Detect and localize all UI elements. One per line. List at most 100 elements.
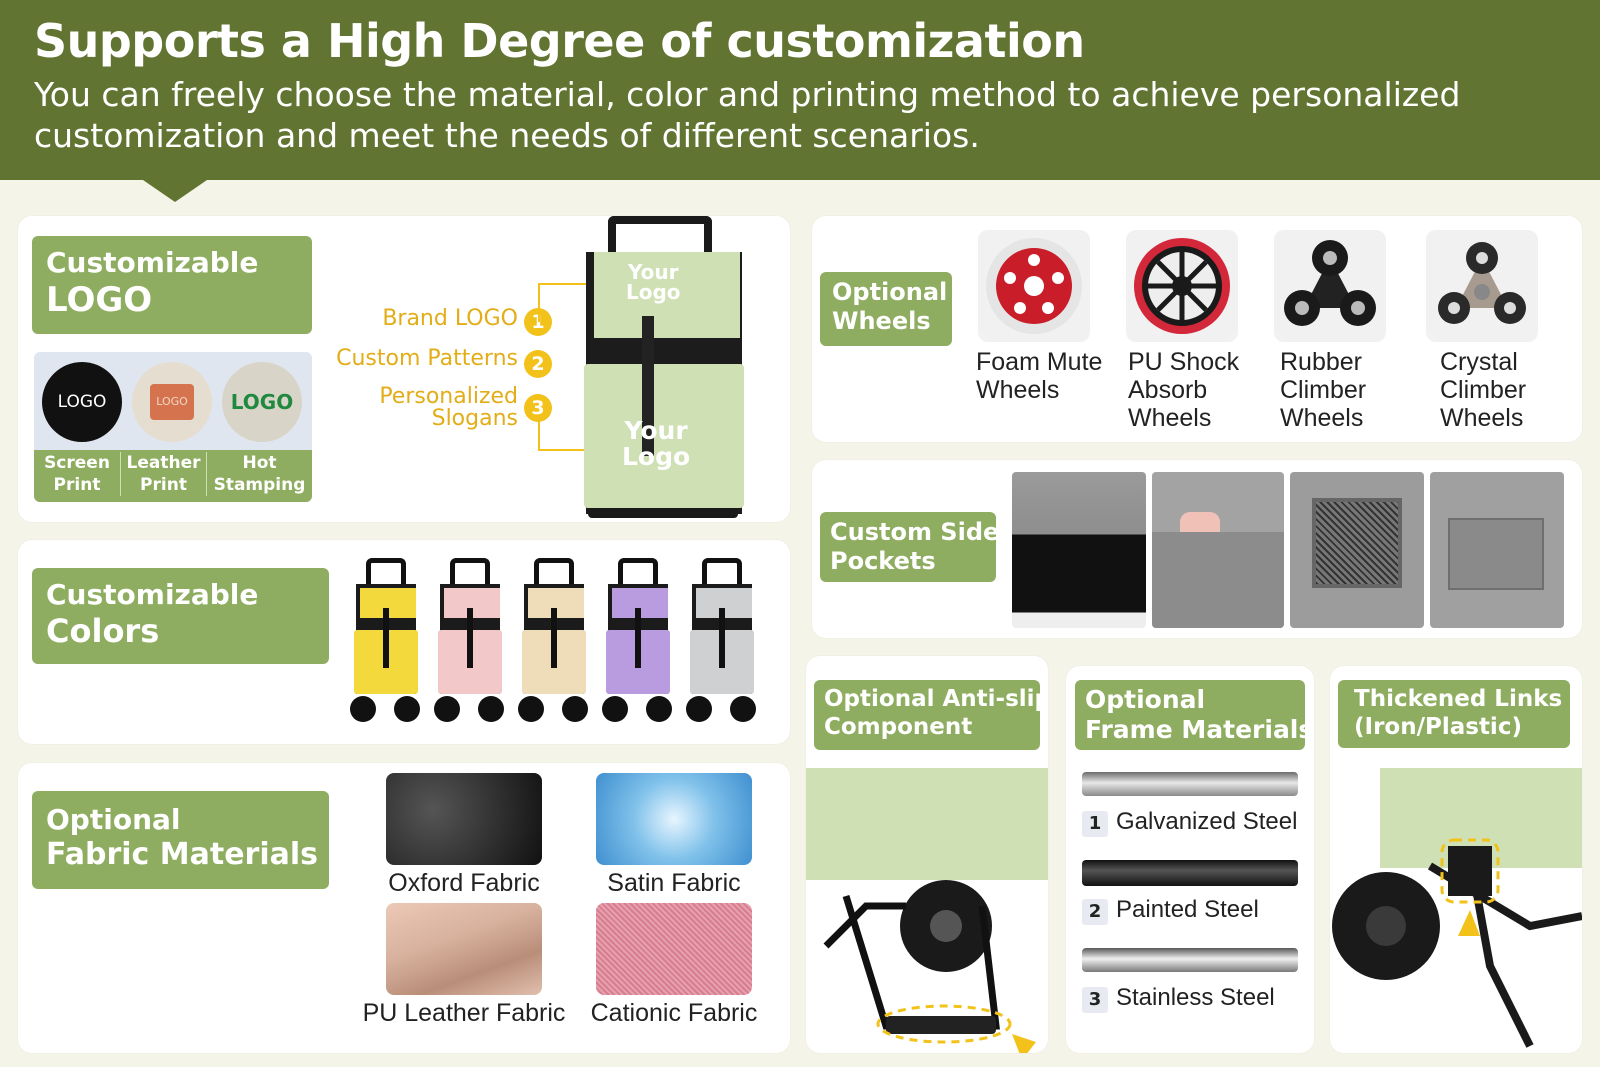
bag-top-flap [594,252,740,338]
links-tag-line2: (Iron/Plastic) [1354,713,1522,740]
side-pocket-photo-4 [1430,472,1564,628]
galvanized-steel-rod [1082,772,1298,796]
colors-tag-line2: Colors [46,611,160,650]
bag-handle [702,558,742,588]
pu-shock-wheel-image [1126,230,1238,342]
leather-print-badge: LOGO [132,362,212,442]
crystal-climber-wheel-image [1426,230,1538,342]
frame-tag-line2: Frame Materials [1085,715,1314,744]
bag-wheel-left [434,696,460,722]
foam-mute-wheel-image [978,230,1090,342]
wheels-tag-line2: Wheels [832,306,931,335]
logo-tag-line1: Customizable [46,246,259,279]
header-notch [143,180,207,202]
satin-fabric-label: Satin Fabric [607,869,741,897]
antislip-tag-line2: Component [824,713,973,740]
pockets-tag: Custom Side Pockets [820,512,1000,582]
side-pocket-photo-2 [1152,472,1284,628]
wheels-tag: Optional Wheels [820,272,952,346]
antislip-card: Optional Anti-slip Component [806,656,1048,1053]
screen-print-badge: LOGO [42,362,122,442]
logo-tag-line2: LOGO [46,279,153,320]
painted-steel-rod [1082,860,1298,886]
page-title: Supports a High Degree of customization [34,14,1085,68]
colors-tag: Customizable Colors [32,568,329,664]
links-card: Thickened Links (Iron/Plastic) [1330,666,1582,1053]
pockets-tag-line1: Custom Side [830,518,1000,546]
leather-print-patch: LOGO [150,384,194,420]
links-frame-illustration [1332,838,1582,1048]
links-tag: Thickened Links (Iron/Plastic) [1338,680,1570,748]
bag-handle [450,558,490,588]
color-bag-1 [350,558,424,728]
pockets-tag-line2: Pockets [830,546,936,575]
antislip-bag-photo [806,768,1048,880]
pocket-flap [1152,532,1284,628]
bag-strap [551,608,557,668]
color-bag-2 [434,558,508,728]
color-bag-5 [686,558,760,728]
cationic-fabric-swatch [596,903,752,995]
satin-fabric-swatch [596,773,752,865]
bag-handle [534,558,574,588]
bag-wheel-right [394,696,420,722]
bag-strap [467,608,473,668]
antislip-tag: Optional Anti-slip Component [814,680,1048,750]
pu-leather-fabric-label: PU Leather Fabric [362,999,566,1027]
fabric-tag: Optional Fabric Materials [32,791,329,889]
bag-wheel-left [518,696,544,722]
rubber-climber-icon [1284,240,1376,326]
print-method-labels [34,450,312,502]
hot-stamping-badge: LOGO [222,362,302,442]
foam-wheel-icon [986,238,1082,334]
wheels-tag-line1: Optional [832,278,948,306]
header-banner: Supports a High Degree of customization … [0,0,1600,180]
colors-card: Customizable Colors [18,540,790,744]
bag-wheel-left [686,696,712,722]
colors-tag-line1: Customizable [46,578,259,611]
option-custom-patterns: Custom Patterns [336,346,518,371]
pockets-card: Custom Side Pockets [812,460,1582,638]
rubber-climber-wheel-image [1274,230,1386,342]
double-pocket [1448,518,1544,590]
stainless-steel-rod [1082,948,1298,972]
bag-wheel-right [730,696,756,722]
bag-wheel-right [646,696,672,722]
bag-strap [383,608,389,668]
fabric-tag-line1: Optional [46,803,181,836]
option-num-2: 2 [524,350,552,378]
fabric-card: Optional Fabric Materials Oxford Fabric … [18,763,790,1053]
pu-leather-fabric-swatch [386,903,542,995]
bag-wheel-left [350,696,376,722]
logo-tag: Customizable LOGO [32,236,312,334]
option-num-3: 3 [524,394,552,422]
fabric-tag-line2: Fabric Materials [46,836,319,872]
links-tag-line1: Thickened Links [1354,686,1563,712]
option-brand-logo: Brand LOGO [382,306,518,331]
color-bag-3 [518,558,592,728]
side-pocket-photo-1 [1012,472,1146,628]
page-subtitle-line1: You can freely choose the material, colo… [34,75,1461,114]
bag-wheel-right [478,696,504,722]
frame-tag: Optional Frame Materials [1075,680,1314,750]
pu-wheel-icon [1134,238,1230,334]
antislip-tag-line1: Optional Anti-slip [824,686,1048,712]
bag-handle [618,558,658,588]
bag-front-pocket [584,364,744,508]
side-pocket-photo-3 [1290,472,1424,628]
